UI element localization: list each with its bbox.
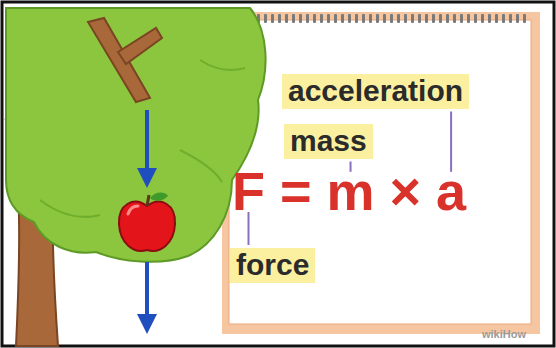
notepad-ring: [278, 14, 281, 23]
notepad-ring: [306, 14, 309, 23]
notepad-ring: [355, 14, 358, 23]
notepad-sheet: [229, 20, 531, 324]
apple-shine: [128, 206, 138, 214]
formula: F = m × a: [232, 164, 466, 218]
notepad-ring: [425, 14, 428, 23]
notepad-ring: [432, 14, 435, 23]
notepad-ring: [313, 14, 316, 23]
apple-stem: [147, 195, 149, 206]
notepad-ring: [481, 14, 484, 23]
fall-arrow: [145, 110, 149, 184]
notepad-ring: [348, 14, 351, 23]
notepad-ring: [502, 14, 505, 23]
notepad-ring: [509, 14, 512, 23]
tree-twig: [118, 28, 162, 64]
notepad-ring: [474, 14, 477, 23]
notepad-ring: [418, 14, 421, 23]
notepad-ring: [341, 14, 344, 23]
tree-branch: [88, 18, 150, 102]
notepad-ring: [376, 14, 379, 23]
notepad-ring: [488, 14, 491, 23]
notepad-ring: [397, 14, 400, 23]
notepad-ring: [439, 14, 442, 23]
notepad-backing: [222, 12, 540, 334]
notepad-ring: [446, 14, 449, 23]
notepad-ring: [299, 14, 302, 23]
notepad-ring: [453, 14, 456, 23]
notepad-ring: [523, 14, 526, 23]
notepad-ring: [369, 14, 372, 23]
watermark: wikiHow: [482, 328, 526, 341]
notepad-ring: [467, 14, 470, 23]
term-label: mass: [284, 124, 373, 159]
notepad-ring: [362, 14, 365, 23]
notepad-ring: [383, 14, 386, 23]
notepad-ring: [320, 14, 323, 23]
notepad-ring: [404, 14, 407, 23]
notepad-ring: [460, 14, 463, 23]
notepad-ring: [411, 14, 414, 23]
fall-arrow: [145, 262, 149, 330]
notepad-ring: [390, 14, 393, 23]
notepad-ring: [516, 14, 519, 23]
apple: [119, 202, 175, 251]
apple-leaf: [150, 193, 168, 201]
tree-canopy: [6, 8, 266, 262]
notepad-ring: [285, 14, 288, 23]
term-label: force: [230, 248, 315, 283]
notepad-rings: [236, 14, 526, 23]
notepad-ring: [271, 14, 274, 23]
notepad-ring: [292, 14, 295, 23]
term-label: acceleration: [282, 74, 469, 109]
notepad-ring: [334, 14, 337, 23]
notepad-ring: [327, 14, 330, 23]
notepad-ring: [264, 14, 267, 23]
notepad-ring: [495, 14, 498, 23]
leader-line: [450, 112, 452, 172]
